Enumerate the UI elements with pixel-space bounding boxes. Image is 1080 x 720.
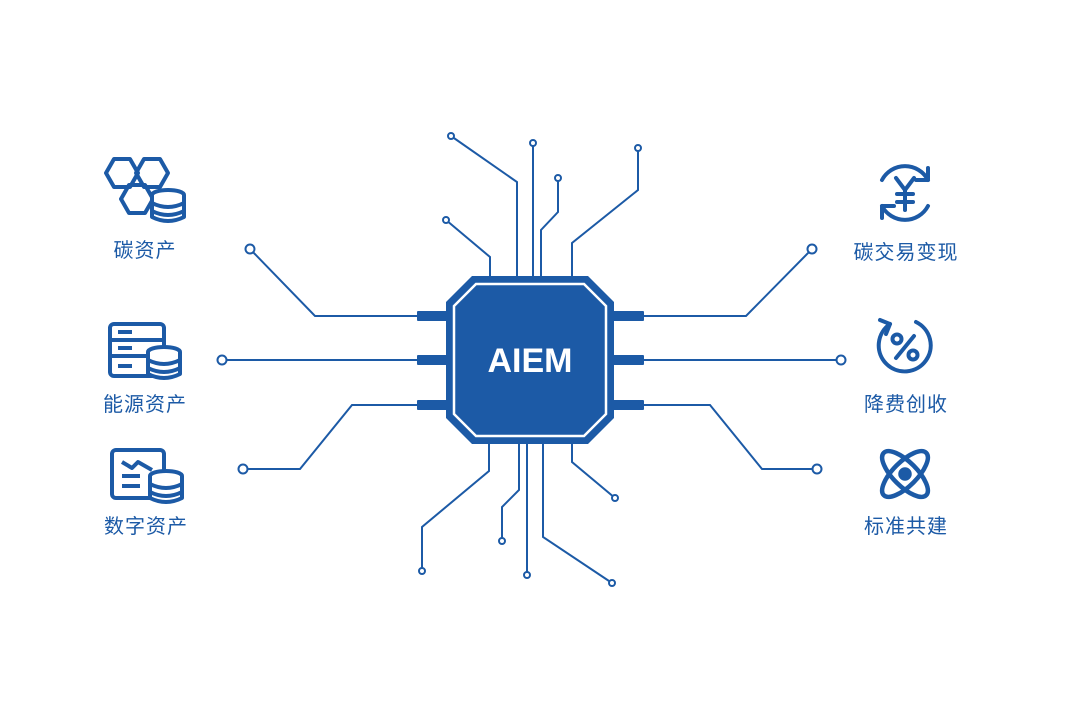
trace-endpoint [216, 354, 228, 366]
trace-endpoint [835, 354, 847, 366]
percent-cycle-icon [876, 318, 933, 374]
atom-icon [879, 448, 931, 500]
right-item-label-standard-building: 标准共建 [864, 514, 948, 538]
document-chart-database-icon [110, 448, 184, 504]
trace-top-4 [571, 148, 639, 278]
trace-top-3 [540, 178, 559, 278]
trace-top-1 [450, 135, 518, 278]
server-database-icon [108, 322, 182, 380]
trace-left-1 [249, 248, 420, 317]
trace-endpoint [418, 567, 426, 575]
right-item-label-cost-reduction: 降费创收 [864, 392, 948, 416]
trace-bottom-1 [421, 443, 490, 571]
trace-left-3 [243, 404, 420, 470]
trace-endpoint [806, 243, 818, 255]
trace-endpoint [498, 537, 506, 545]
trace-endpoint [237, 463, 249, 475]
trace-endpoint [447, 132, 455, 140]
chip-pin [610, 311, 644, 321]
trace-right-3 [640, 404, 817, 470]
hexagon-database-icon [104, 157, 186, 223]
trace-bottom-4 [542, 443, 613, 584]
yen-exchange-icon [880, 164, 930, 222]
chip-pin [610, 400, 644, 410]
chip-pin [417, 400, 451, 410]
trace-bottom-5 [571, 443, 616, 499]
trace-right-1 [640, 248, 813, 317]
left-item-label-digital-assets: 数字资产 [104, 514, 188, 538]
trace-endpoint [529, 139, 537, 147]
chip-pin [417, 355, 451, 365]
left-item-label-energy-assets: 能源资产 [103, 392, 187, 416]
trace-endpoint [523, 571, 531, 579]
right-item-label-carbon-trading: 碳交易变现 [853, 240, 959, 264]
chip: AIEM [446, 276, 614, 444]
chip-label: AIEM [488, 342, 573, 380]
trace-endpoint [611, 494, 619, 502]
chip-pin [417, 311, 451, 321]
left-item-label-carbon-assets: 碳资产 [113, 238, 177, 262]
chip-pin [610, 355, 644, 365]
trace-endpoint [442, 216, 450, 224]
trace-endpoint [634, 144, 642, 152]
trace-top-5 [445, 219, 491, 278]
trace-endpoint [554, 174, 562, 182]
trace-endpoint [244, 243, 256, 255]
trace-endpoint [608, 579, 616, 587]
trace-bottom-2 [501, 443, 520, 541]
trace-endpoint [811, 463, 823, 475]
